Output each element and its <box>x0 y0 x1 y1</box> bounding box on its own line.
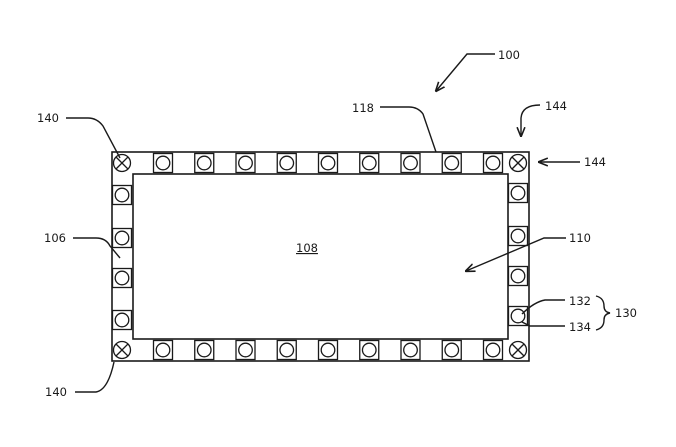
leader-132 <box>521 299 565 315</box>
left-cell-square <box>111 267 133 289</box>
bottom-cell-circle <box>196 342 212 358</box>
top-cell-square <box>400 152 421 174</box>
label-144-top: 144 <box>545 99 567 113</box>
top-cell-square <box>152 152 174 174</box>
brace-130 <box>595 295 611 331</box>
bottom-cell-square <box>276 339 297 361</box>
corner-top-right-circle <box>508 153 528 173</box>
frame-cells <box>111 152 529 361</box>
bottom-cell-circle <box>403 342 418 358</box>
top-cell-square <box>359 152 380 174</box>
bottom-cell-square <box>482 339 504 361</box>
label-106: 106 <box>44 231 66 245</box>
right-cell-square <box>507 265 529 287</box>
leader-140-bottom <box>75 361 115 393</box>
right-cell-square <box>507 305 529 327</box>
right-cell-square <box>507 225 529 247</box>
corner-bottom-left-circle <box>112 340 132 360</box>
left-cell-square <box>111 227 133 249</box>
corner-top-left-circle <box>112 153 132 173</box>
label-110: 110 <box>569 231 591 245</box>
bottom-cell-square <box>317 339 339 361</box>
bottom-cell-circle <box>320 342 336 358</box>
top-cell-circle <box>155 155 171 171</box>
top-cell-circle <box>361 155 377 171</box>
leader-lines <box>66 53 611 393</box>
corner-bottom-left-cross-b <box>115 343 129 357</box>
bottom-cell-circle <box>485 342 501 358</box>
top-cell-circle <box>279 155 295 171</box>
label-144-right: 144 <box>584 155 606 169</box>
corner-bottom-right-circle <box>508 340 528 360</box>
bottom-cell-square <box>235 339 256 361</box>
top-cell-square <box>317 152 339 174</box>
left-cell-circle <box>114 187 130 203</box>
leader-140-top <box>66 117 121 159</box>
bottom-cell-circle <box>444 342 460 358</box>
top-cell-circle <box>196 155 212 171</box>
top-cell-square <box>482 152 504 174</box>
bottom-cell-square <box>152 339 174 361</box>
right-cell-circle <box>510 228 526 244</box>
left-cell-square <box>111 184 133 206</box>
top-cell-circle <box>320 155 336 171</box>
right-cell-circle <box>510 185 526 201</box>
top-cell-square <box>235 152 256 174</box>
bottom-cell-circle <box>238 342 253 358</box>
left-cell-circle <box>114 230 130 246</box>
top-cell-circle <box>403 155 418 171</box>
inner-opening <box>132 173 509 340</box>
leader-134 <box>521 321 565 327</box>
left-cell-circle <box>114 270 130 286</box>
top-cell-circle <box>444 155 460 171</box>
bottom-cell-circle <box>155 342 171 358</box>
leader-144-top <box>521 104 541 136</box>
label-108: 108 <box>296 241 318 255</box>
leader-106 <box>73 237 121 259</box>
top-cell-square <box>441 152 462 174</box>
corner-top-right-cross-b <box>511 156 525 170</box>
bottom-cell-circle <box>279 342 295 358</box>
leader-100 <box>436 53 495 91</box>
top-cell-circle <box>485 155 501 171</box>
right-cell-square <box>507 182 529 204</box>
right-cell-circle <box>510 308 526 324</box>
leader-118 <box>380 106 437 153</box>
bottom-cell-square <box>194 339 215 361</box>
bottom-cell-circle <box>361 342 377 358</box>
top-cell-circle <box>238 155 253 171</box>
top-cell-square <box>276 152 297 174</box>
right-cell-circle <box>510 268 526 284</box>
label-134: 134 <box>569 320 591 334</box>
outer-frame <box>111 151 530 362</box>
label-130: 130 <box>615 306 637 320</box>
label-132: 132 <box>569 294 591 308</box>
bottom-cell-square <box>359 339 380 361</box>
label-140-bottom: 140 <box>45 385 67 399</box>
label-140-top: 140 <box>37 111 59 125</box>
top-cell-square <box>194 152 215 174</box>
left-cell-circle <box>114 312 130 328</box>
corner-bottom-right-cross-b <box>511 343 525 357</box>
bottom-cell-square <box>400 339 421 361</box>
label-118: 118 <box>352 101 374 115</box>
corner-top-left-cross-b <box>115 156 129 170</box>
left-cell-square <box>111 309 133 331</box>
label-100: 100 <box>498 48 520 62</box>
leader-110 <box>466 237 566 271</box>
bottom-cell-square <box>441 339 462 361</box>
